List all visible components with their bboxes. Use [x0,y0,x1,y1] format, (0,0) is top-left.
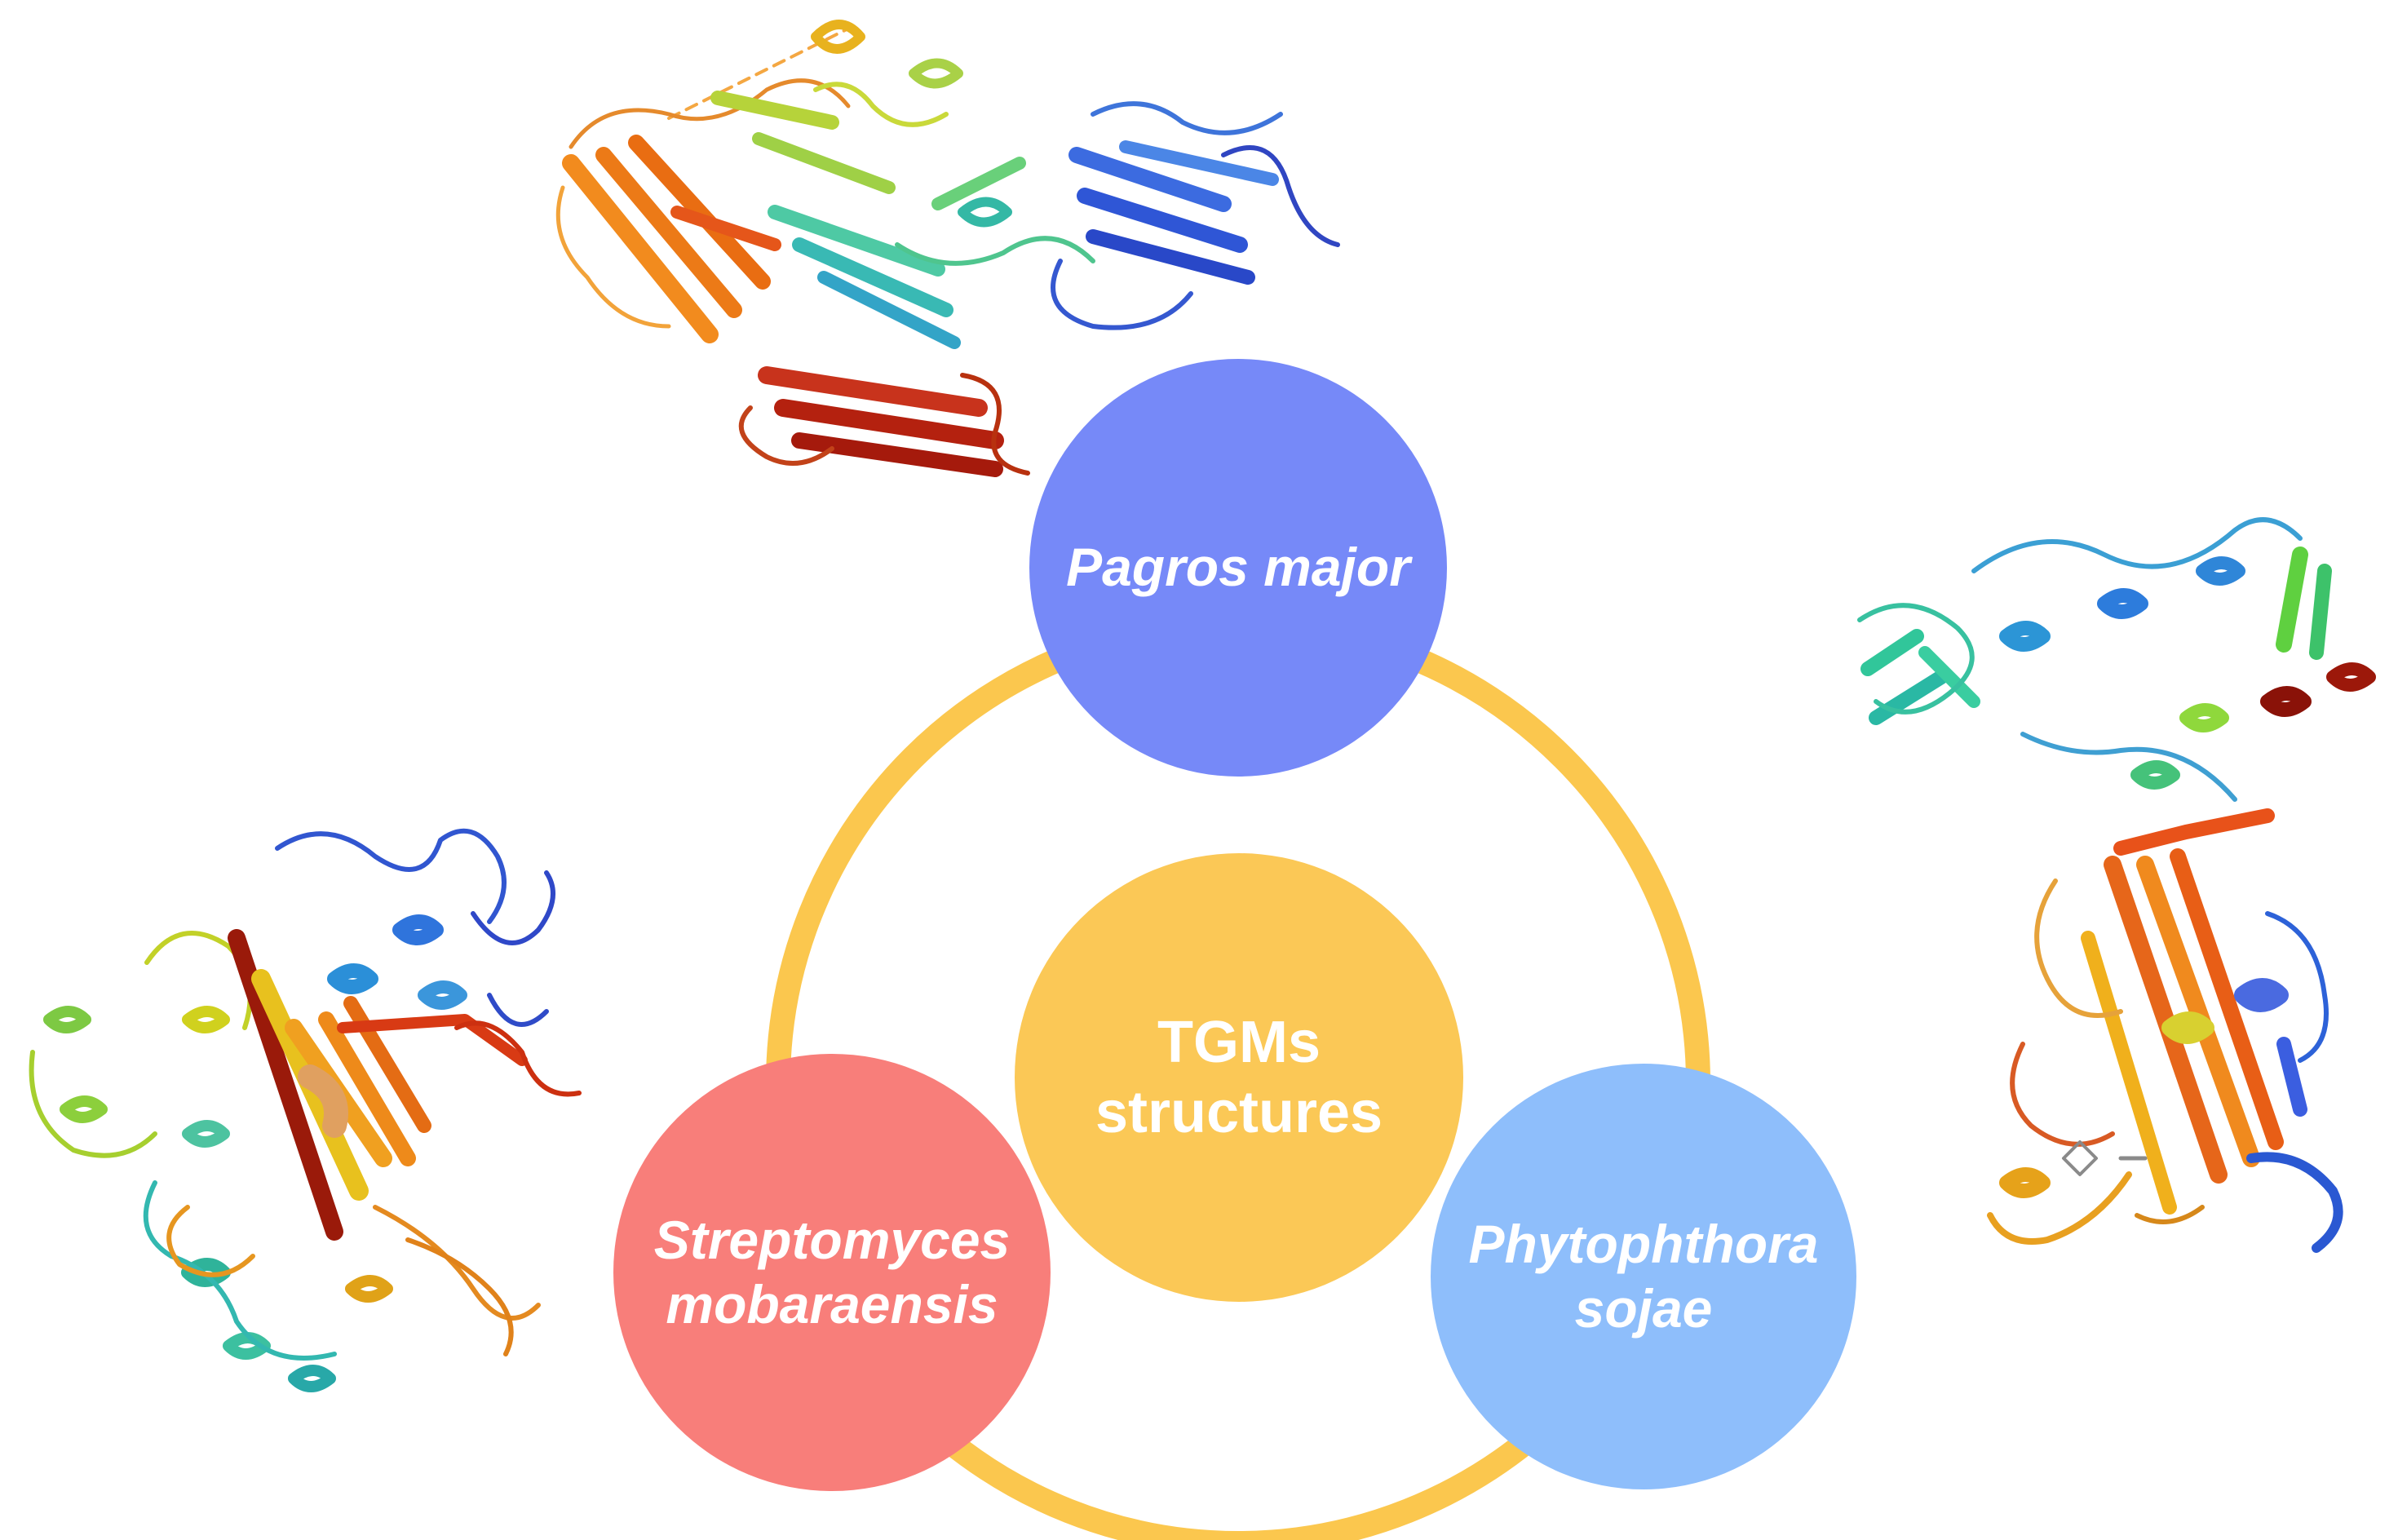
node-phytophthora-sojae-line-1: Phytophthora [1468,1213,1819,1274]
phytophthora-sojae-structure-image [1857,517,2376,1253]
pagros-major-structure-image [555,20,1340,477]
node-pagros-major: Pagros major [1029,359,1447,777]
node-phytophthora-sojae: Phytophthora sojae [1431,1064,1856,1489]
node-tgms-structures-line-2: structures [1095,1080,1383,1145]
streptomyces-mobaraensis-structure-image [29,828,582,1392]
node-streptomyces-mobaraensis-line-2: mobaraensis [666,1274,998,1334]
node-tgms-structures: TGMs structures [1015,853,1463,1302]
node-tgms-structures-line-1: TGMs [1157,1009,1321,1075]
node-phytophthora-sojae-line-2: sojae [1574,1278,1713,1339]
node-pagros-major-line-1: Pagros major [1066,537,1410,598]
node-streptomyces-mobaraensis-line-1: Streptomyces [653,1209,1011,1270]
node-pagros-major-label: Pagros major [1066,535,1410,600]
node-streptomyces-mobaraensis-label: Streptomyces mobaraensis [654,1208,1011,1337]
node-streptomyces-mobaraensis: Streptomyces mobaraensis [613,1054,1051,1491]
node-tgms-structures-label: TGMs structures [1095,1007,1383,1148]
node-phytophthora-sojae-label: Phytophthora sojae [1469,1212,1819,1341]
